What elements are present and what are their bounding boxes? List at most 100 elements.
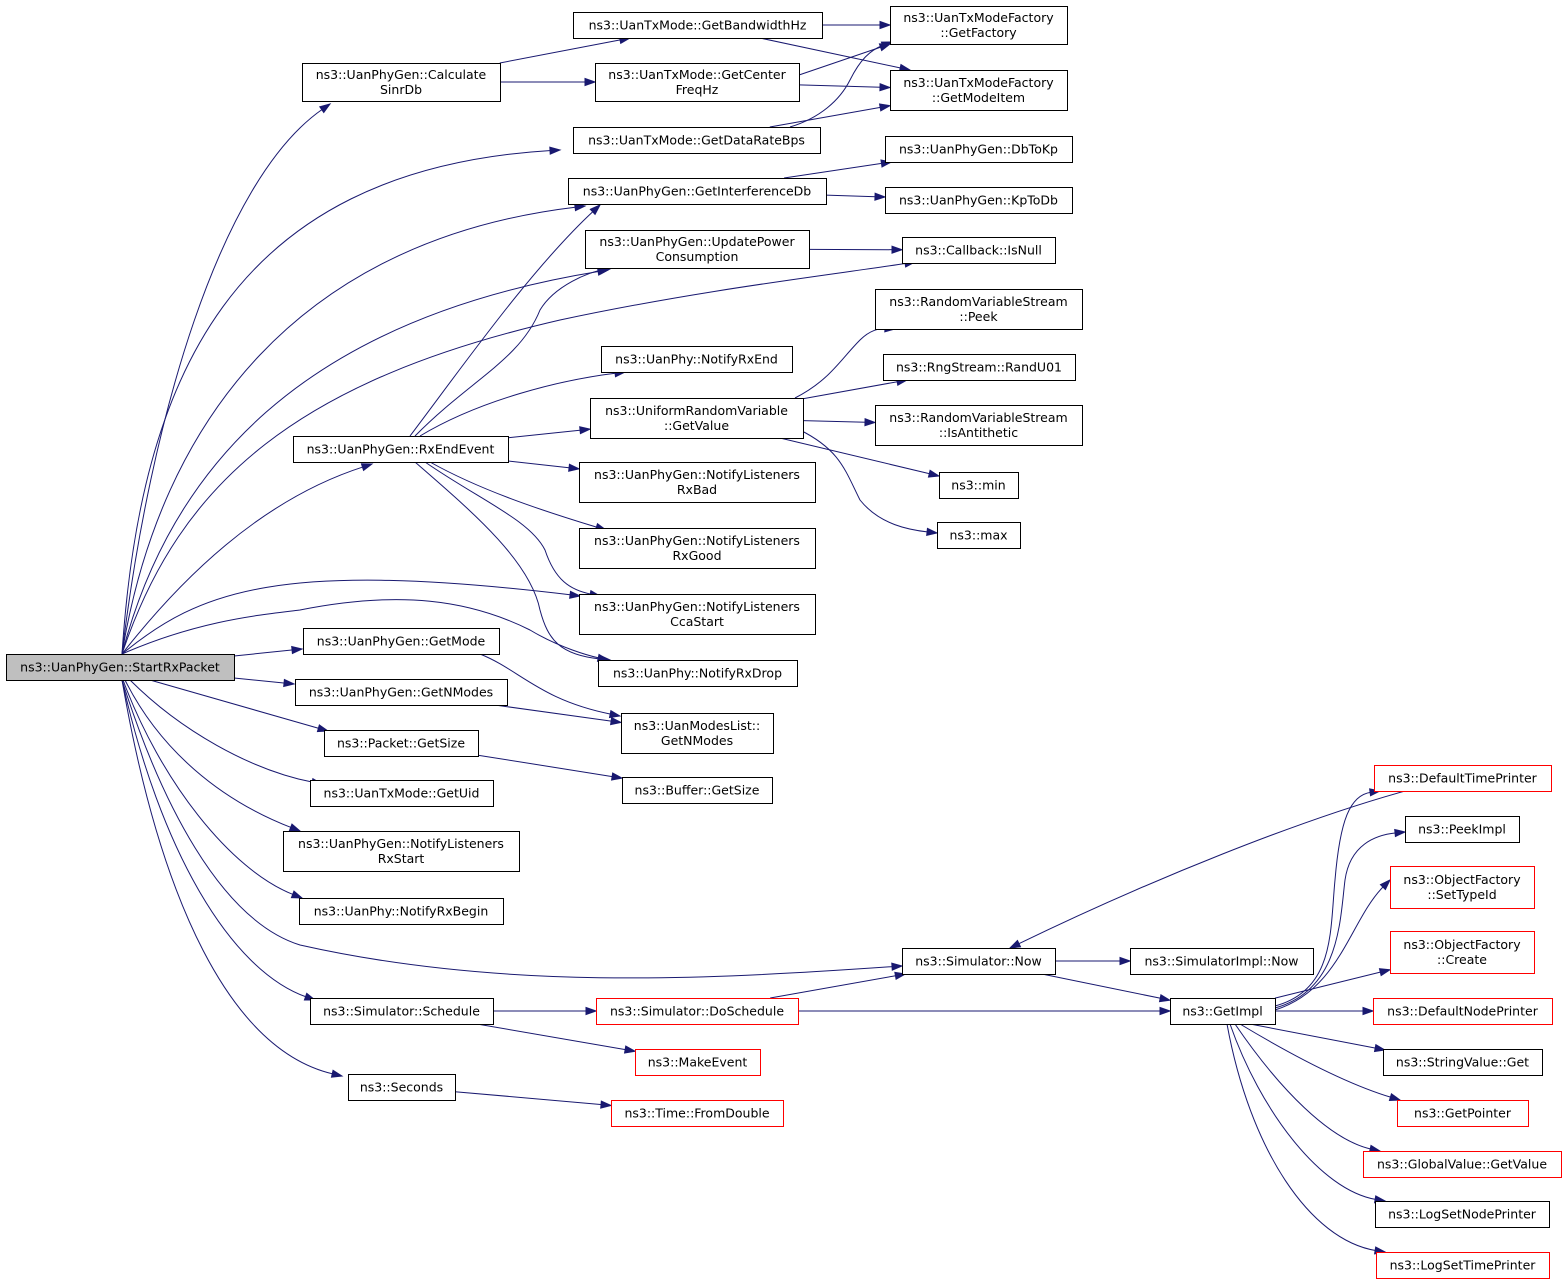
node-label: ns3::UanTxMode::GetCenter bbox=[608, 67, 786, 82]
node-getnmodes[interactable]: ns3::UanPhyGen::GetNModes bbox=[295, 679, 508, 706]
node-simnow[interactable]: ns3::Simulator::Now bbox=[902, 948, 1056, 975]
node-bufsize[interactable]: ns3::Buffer::GetSize bbox=[622, 777, 773, 804]
node-getimpl[interactable]: ns3::GetImpl bbox=[1170, 998, 1276, 1025]
edge-line bbox=[149, 679, 320, 729]
node-max[interactable]: ns3::max bbox=[937, 522, 1021, 549]
edge-line bbox=[1229, 1023, 1377, 1200]
node-label: ns3::UanPhy::NotifyRxBegin bbox=[314, 904, 489, 919]
edge-start-to-nrxbegin bbox=[122, 679, 304, 899]
node-label: ns3::UanTxMode::GetBandwidthHz bbox=[589, 18, 807, 33]
node-getuid[interactable]: ns3::UanTxMode::GetUid bbox=[310, 780, 494, 807]
node-kpdb[interactable]: ns3::UanPhyGen::KpToDb bbox=[885, 187, 1073, 214]
node-randu[interactable]: ns3::RngStream::RandU01 bbox=[883, 354, 1076, 381]
edge-simnow-to-simimplnow bbox=[1055, 956, 1132, 966]
node-label: ns3::Simulator::DoSchedule bbox=[610, 1004, 784, 1019]
node-nrxdrop[interactable]: ns3::UanPhy::NotifyRxDrop bbox=[598, 660, 798, 687]
node-peekimpl[interactable]: ns3::PeekImpl bbox=[1405, 816, 1520, 843]
node-peek[interactable]: ns3::RandomVariableStream::Peek bbox=[875, 289, 1083, 330]
node-label: ns3::UanPhyGen::GetMode bbox=[317, 634, 486, 649]
node-rxend[interactable]: ns3::UanPhyGen::RxEndEvent bbox=[293, 436, 509, 463]
node-label: ::GetModeItem bbox=[932, 90, 1025, 105]
edge-arrowhead bbox=[1362, 1006, 1375, 1016]
edge-arrowhead bbox=[316, 724, 330, 733]
edge-arrowhead bbox=[585, 1006, 598, 1016]
node-simimplnow[interactable]: ns3::SimulatorImpl::Now bbox=[1130, 948, 1314, 975]
edge-rxend-to-nlcca bbox=[424, 461, 602, 599]
node-dtp[interactable]: ns3::DefaultTimePrinter bbox=[1374, 765, 1552, 792]
edge-urv-to-min bbox=[779, 437, 941, 478]
node-box bbox=[1363, 1151, 1562, 1178]
node-urv[interactable]: ns3::UniformRandomVariable::GetValue bbox=[590, 398, 804, 439]
node-gmi[interactable]: ns3::UanTxModeFactory::GetModeItem bbox=[890, 70, 1068, 111]
node-nrxbegin[interactable]: ns3::UanPhy::NotifyRxBegin bbox=[299, 898, 504, 925]
edge-arrowhead bbox=[579, 426, 592, 435]
node-start[interactable]: ns3::UanPhyGen::StartRxPacket bbox=[6, 654, 235, 681]
edge-line bbox=[477, 754, 614, 778]
node-seconds[interactable]: ns3::Seconds bbox=[348, 1074, 456, 1101]
node-box bbox=[579, 594, 816, 635]
node-nrxend[interactable]: ns3::UanPhy::NotifyRxEnd bbox=[601, 346, 793, 373]
node-umlnmodes[interactable]: ns3::UanModesList::GetNModes bbox=[621, 713, 774, 754]
edge-start-to-seconds bbox=[121, 679, 344, 1078]
node-fromdouble[interactable]: ns3::Time::FromDouble bbox=[611, 1100, 784, 1127]
edge-start-to-simnow bbox=[121, 679, 904, 979]
node-bw[interactable]: ns3::UanTxMode::GetBandwidthHz bbox=[573, 12, 823, 39]
edge-getimpl-to-gvget bbox=[1234, 1023, 1382, 1153]
node-dosched[interactable]: ns3::Simulator::DoSchedule bbox=[596, 998, 799, 1025]
node-isnull[interactable]: ns3::Callback::IsNull bbox=[902, 237, 1056, 264]
node-gvget[interactable]: ns3::GlobalValue::GetValue bbox=[1363, 1151, 1562, 1178]
node-box bbox=[885, 187, 1073, 214]
node-pktsize[interactable]: ns3::Packet::GetSize bbox=[324, 730, 479, 757]
node-box bbox=[622, 777, 773, 804]
node-box bbox=[939, 472, 1019, 499]
node-label: ns3::SimulatorImpl::Now bbox=[1144, 954, 1298, 969]
edge-start-to-nlrxstart bbox=[124, 679, 302, 832]
node-box bbox=[902, 948, 1056, 975]
edge-line bbox=[779, 437, 931, 475]
node-label: ns3::RandomVariableStream bbox=[889, 294, 1067, 309]
node-dbkp[interactable]: ns3::UanPhyGen::DbToKp bbox=[885, 136, 1073, 163]
node-label: ns3::UanTxMode::GetUid bbox=[324, 786, 480, 801]
node-gid[interactable]: ns3::UanPhyGen::GetInterferenceDb bbox=[568, 178, 827, 205]
node-drb[interactable]: ns3::UanTxMode::GetDataRateBps bbox=[573, 127, 821, 154]
edge-getimpl-to-lstp bbox=[1226, 1023, 1387, 1255]
node-isanti[interactable]: ns3::RandomVariableStream::IsAntithetic bbox=[875, 405, 1083, 446]
node-box bbox=[1376, 1252, 1550, 1279]
node-label: ns3::Callback::IsNull bbox=[915, 243, 1042, 258]
node-dnp[interactable]: ns3::DefaultNodePrinter bbox=[1373, 998, 1553, 1025]
edge-schedule-to-dosched bbox=[493, 1006, 598, 1016]
node-lstp[interactable]: ns3::LogSetTimePrinter bbox=[1376, 1252, 1550, 1279]
edge-getimpl-to-getptr bbox=[1239, 1023, 1402, 1102]
node-getptr[interactable]: ns3::GetPointer bbox=[1397, 1100, 1529, 1127]
node-makeevent[interactable]: ns3::MakeEvent bbox=[635, 1049, 761, 1076]
node-box bbox=[595, 63, 800, 102]
node-svget[interactable]: ns3::StringValue::Get bbox=[1383, 1049, 1543, 1076]
node-create[interactable]: ns3::ObjectFactory::Create bbox=[1390, 931, 1535, 974]
node-label: ::Create bbox=[1437, 952, 1487, 967]
node-min[interactable]: ns3::min bbox=[939, 472, 1019, 499]
node-box bbox=[1405, 816, 1520, 843]
node-label: ns3::UanPhyGen::NotifyListeners bbox=[298, 836, 504, 851]
node-gf[interactable]: ns3::UanTxModeFactory::GetFactory bbox=[890, 6, 1068, 45]
node-label: SinrDb bbox=[380, 82, 422, 97]
edge-line bbox=[1274, 971, 1382, 999]
node-lsnp[interactable]: ns3::LogSetNodePrinter bbox=[1375, 1201, 1550, 1228]
node-box bbox=[621, 713, 774, 754]
node-box bbox=[310, 998, 494, 1025]
node-label: ns3::Simulator::Now bbox=[915, 954, 1042, 969]
edge-line bbox=[233, 649, 294, 657]
node-label: ns3::Packet::GetSize bbox=[337, 736, 465, 751]
node-settypeid[interactable]: ns3::ObjectFactory::SetTypeId bbox=[1390, 866, 1535, 909]
edge-getimpl-to-lsnp bbox=[1229, 1023, 1387, 1204]
node-schedule[interactable]: ns3::Simulator::Schedule bbox=[310, 998, 494, 1025]
edge-line bbox=[799, 429, 929, 533]
edge-line bbox=[121, 108, 323, 655]
node-getmode[interactable]: ns3::UanPhyGen::GetMode bbox=[303, 628, 500, 655]
